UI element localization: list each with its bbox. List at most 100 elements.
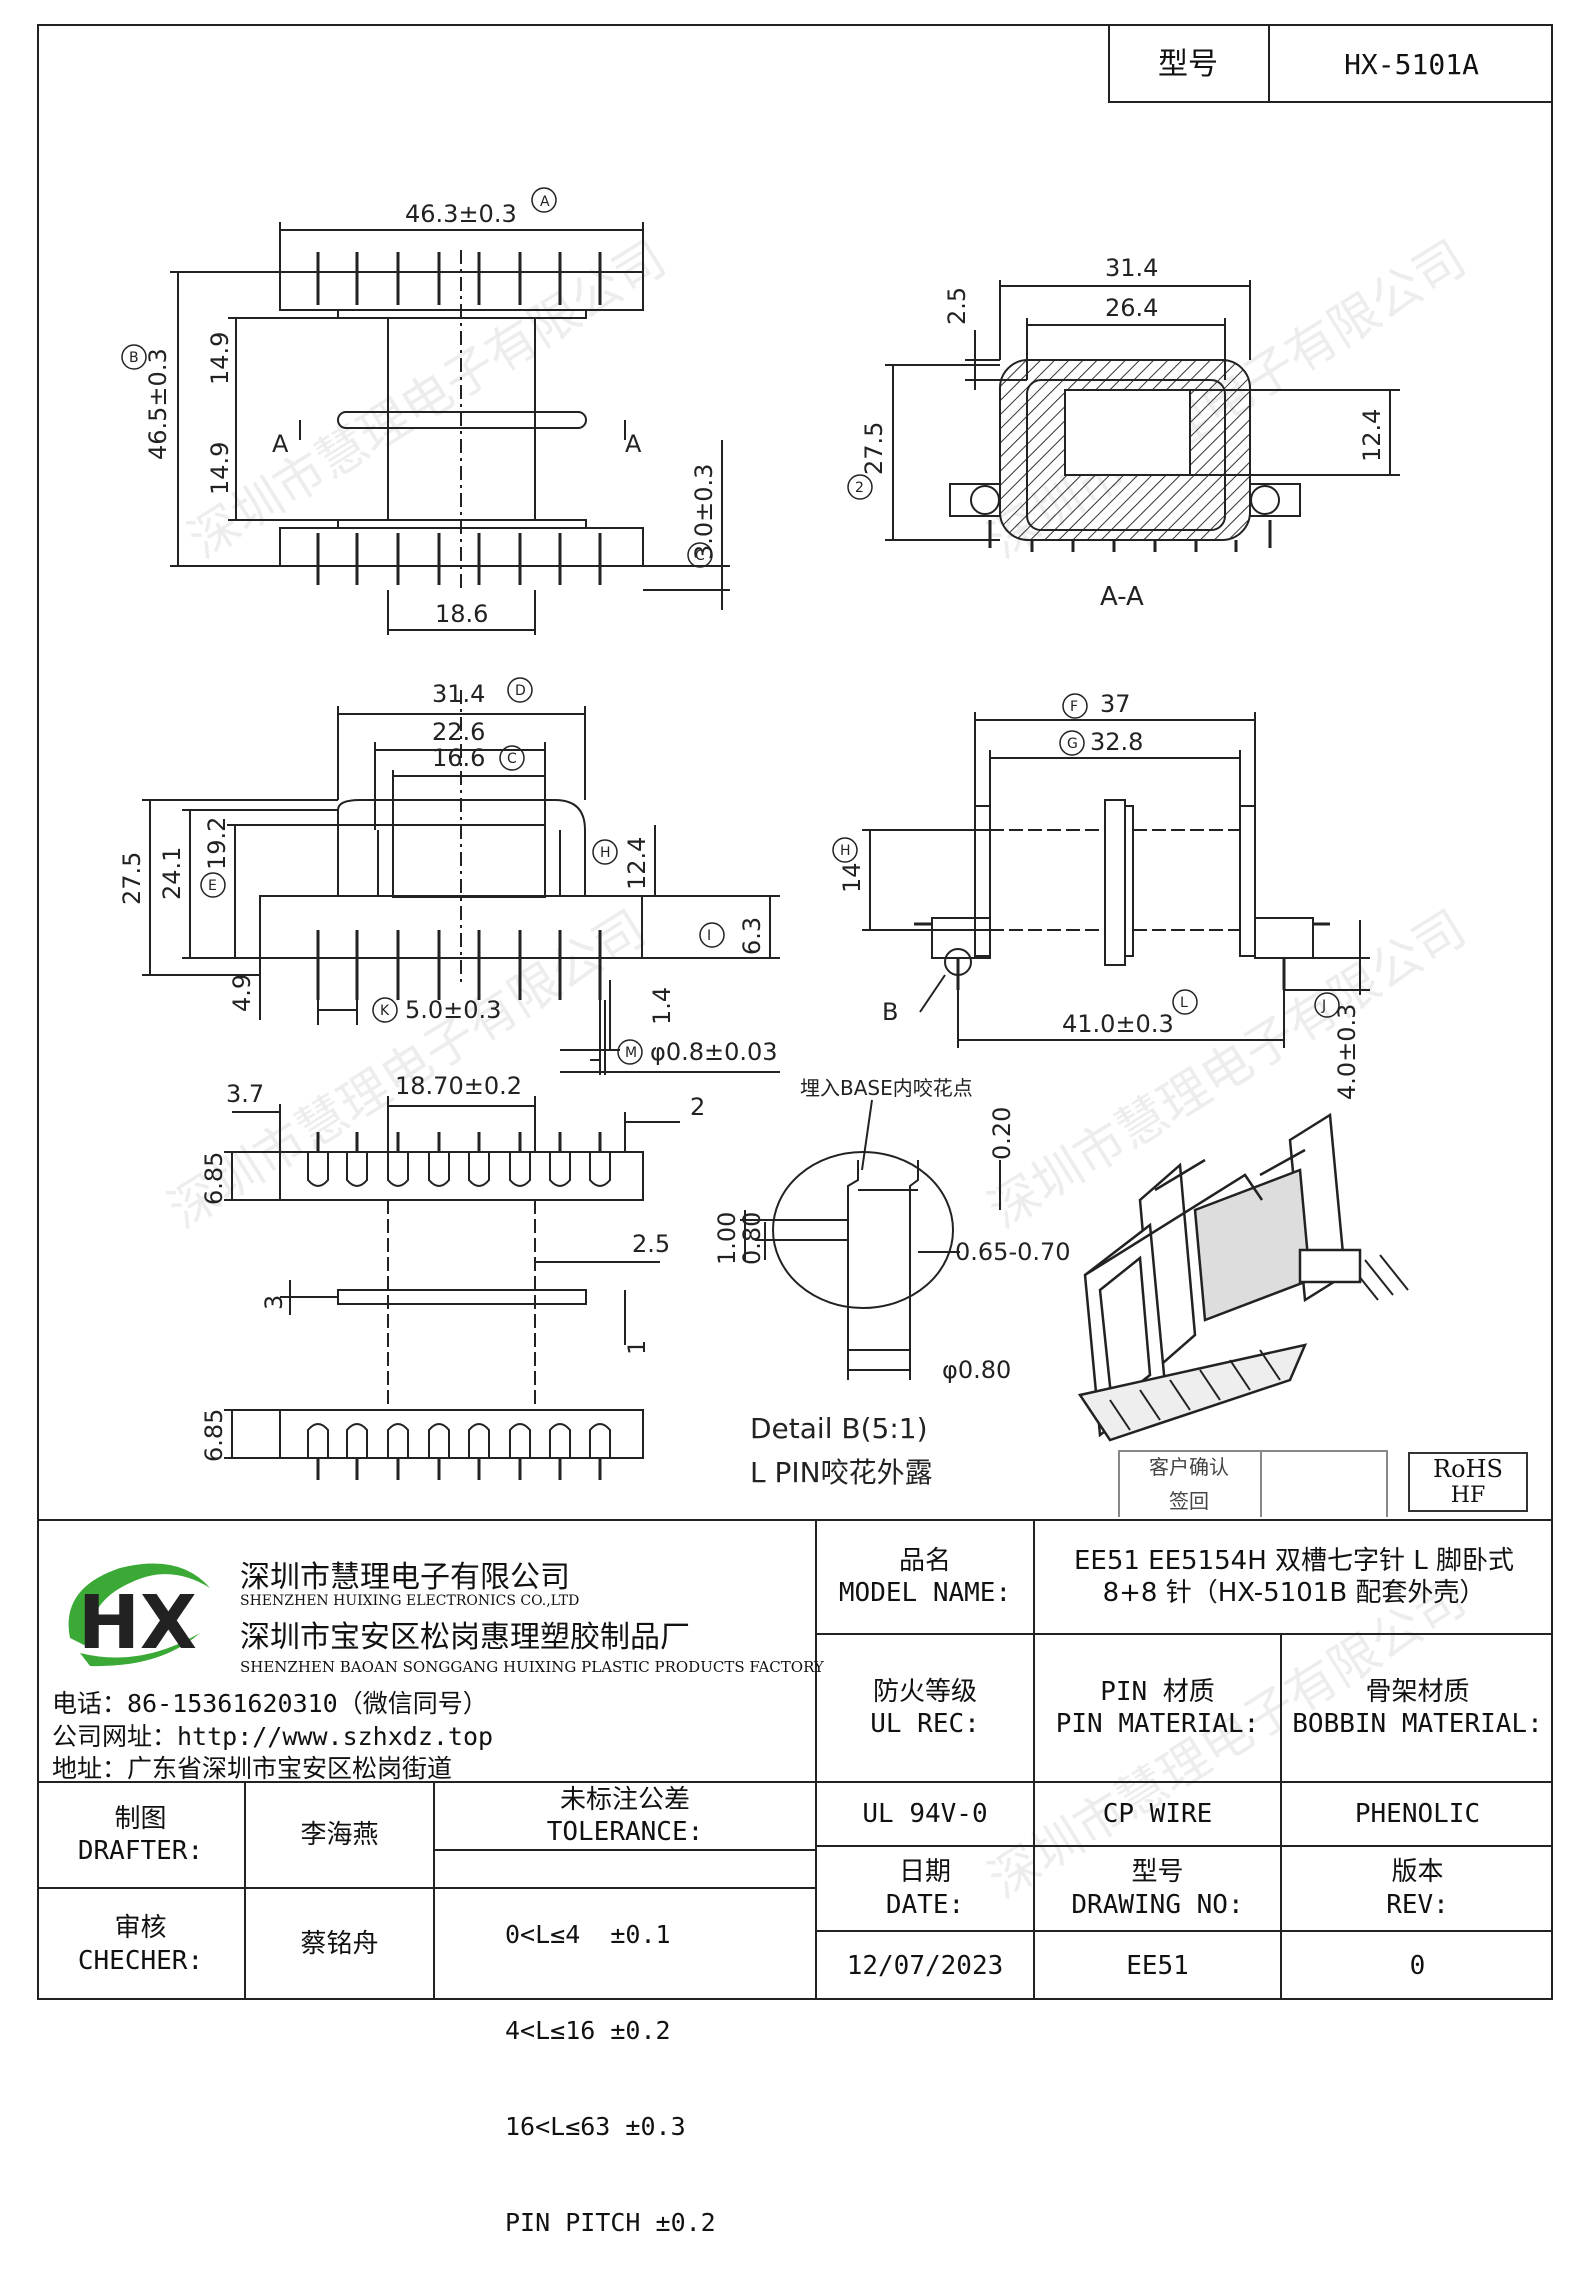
dim-section-t: 2.5 — [943, 287, 971, 325]
dim-detail-020: 0.20 — [988, 1107, 1016, 1160]
dim-section-w1: 31.4 — [1105, 254, 1158, 282]
dim-detail-080: 0.80 — [738, 1212, 766, 1265]
dim-bv-d1: 3.7 — [226, 1080, 264, 1108]
detail-subtitle: L PIN咬花外露 — [750, 1456, 933, 1489]
dim-bv-d4: 3 — [260, 1295, 288, 1310]
tag-c: C — [695, 548, 705, 564]
detail-note: 埋入BASE内咬花点 — [800, 1076, 973, 1100]
drawing-no-value: EE51 — [1126, 1950, 1189, 1981]
dim-l: 41.0±0.3 — [1062, 1010, 1174, 1038]
tag-a: A — [540, 194, 550, 210]
dim-detail-dia: φ0.80 — [942, 1356, 1011, 1384]
model-label: 型号 — [1158, 46, 1218, 82]
dim-bv-h1: 6.85 — [200, 1152, 228, 1205]
date-value: 12/07/2023 — [846, 1950, 1004, 1981]
dim-bv-span: 18.70±0.2 — [395, 1072, 522, 1100]
section-view — [885, 280, 1400, 552]
dim-g-width: 32.8 — [1090, 728, 1143, 756]
tag-h: H — [600, 845, 611, 861]
dim-detail-range: 0.65-0.70 — [955, 1238, 1071, 1266]
company-name-1-en: SHENZHEN HUIXING ELECTRONICS CO.,LTD — [240, 1593, 580, 1609]
drafter-name: 李海燕 — [300, 1819, 379, 1850]
customer-confirm-box — [1118, 1450, 1388, 1517]
detail-b — [740, 1099, 1001, 1380]
checker-name: 蔡铭舟 — [300, 1929, 379, 1960]
tag-b: B — [129, 350, 139, 366]
company-logo: HX — [68, 1563, 210, 1667]
section-mark-left: A — [272, 430, 289, 458]
ul-value: UL 94V-0 — [862, 1798, 988, 1829]
tag-i: I — [707, 928, 711, 944]
dim-a-width: 46.3±0.3 — [405, 200, 517, 228]
dim-side-h: 14 — [838, 862, 866, 893]
rohs-label: RoHS — [1433, 1455, 1503, 1483]
logo-letters: HX — [78, 1580, 197, 1666]
tag-c2: C — [507, 751, 517, 767]
bottom-view — [224, 1096, 680, 1480]
front-view — [142, 690, 780, 1075]
section-label: A-A — [1100, 582, 1144, 612]
dim-bv-d2: 2 — [690, 1093, 705, 1121]
model-value: HX-5101A — [1344, 48, 1479, 81]
tag-h2: H — [840, 843, 851, 859]
tolerance-item: 4<L≤16 ±0.2 — [505, 2016, 671, 2045]
tolerance-item: PIN PITCH ±0.2 — [505, 2208, 716, 2237]
tolerance-list: 0<L≤4 ±0.1 4<L≤16 ±0.2 16<L≤63 ±0.3 PIN … — [505, 1855, 716, 2271]
dim-section-w2: 26.4 — [1105, 294, 1158, 322]
isometric-view — [1077, 1112, 1409, 1442]
model-box — [1108, 26, 1553, 103]
dim-inner: 22.6 — [432, 718, 485, 746]
detail-title: Detail B(5:1) — [750, 1412, 928, 1445]
dim-bv-h2: 6.85 — [200, 1409, 228, 1462]
tag-d: D — [515, 683, 526, 699]
dim-detail-100: 1.00 — [713, 1212, 741, 1265]
tolerance-item: 0<L≤4 ±0.1 — [505, 1920, 671, 1949]
dim-section-window: 12.4 — [1358, 409, 1386, 462]
dim-pin-h: 1.4 — [648, 987, 676, 1025]
dim-m-dia: φ0.8±0.03 — [650, 1038, 778, 1066]
dim-front-h: 12.4 — [623, 837, 651, 890]
dim-bv-d5: 1 — [623, 1340, 651, 1355]
company-name-1: 深圳市慧理电子有限公司 — [240, 1560, 570, 1595]
dim-slot-lower: 14.9 — [206, 442, 234, 495]
tag-m: M — [625, 1045, 637, 1061]
dim-i: 6.3 — [738, 917, 766, 955]
tag-k: K — [380, 1003, 390, 1019]
dim-k-pitch: 5.0±0.3 — [405, 996, 501, 1024]
company-name-2: 深圳市宝安区松岗惠理塑胶制品厂 — [240, 1620, 690, 1655]
dim-d-width: 31.4 — [432, 680, 485, 708]
rohs-stamp — [1408, 1452, 1528, 1512]
dim-pin-len: 4.9 — [228, 974, 256, 1012]
tag-j: J — [1321, 998, 1326, 1014]
tag-2: 2 — [855, 480, 864, 496]
dim-c: 3.0±0.3 — [690, 464, 718, 560]
side-view — [862, 712, 1370, 1048]
dim-c-width: 16.6 — [432, 744, 485, 772]
dim-front-h2: 24.1 — [158, 847, 186, 900]
tolerance-item: 16<L≤63 ±0.3 — [505, 2112, 686, 2141]
hf-label: HF — [1450, 1483, 1486, 1509]
section-mark-right: A — [625, 430, 642, 458]
pin-material-value: CP WIRE — [1102, 1798, 1213, 1829]
dim-slot-upper: 14.9 — [206, 332, 234, 385]
dim-bv-d3: 2.5 — [632, 1230, 670, 1258]
company-website: 公司网址：http://www.szhxdz.top — [52, 1722, 494, 1751]
dim-b-height: 46.5±0.3 — [144, 348, 172, 460]
dim-section-h: 27.5 — [860, 422, 888, 475]
rev-value: 0 — [1409, 1950, 1426, 1981]
company-name-2-en: SHENZHEN BAOAN SONGGANG HUIXING PLASTIC … — [240, 1658, 824, 1676]
tag-e: E — [208, 878, 217, 894]
company-address: 地址：广东省深圳市宝安区松岗街道 — [52, 1754, 453, 1783]
customer-confirm-line2: 签回 — [1169, 1488, 1209, 1513]
tag-g: G — [1067, 736, 1078, 752]
detail-b-mark: B — [882, 998, 898, 1026]
